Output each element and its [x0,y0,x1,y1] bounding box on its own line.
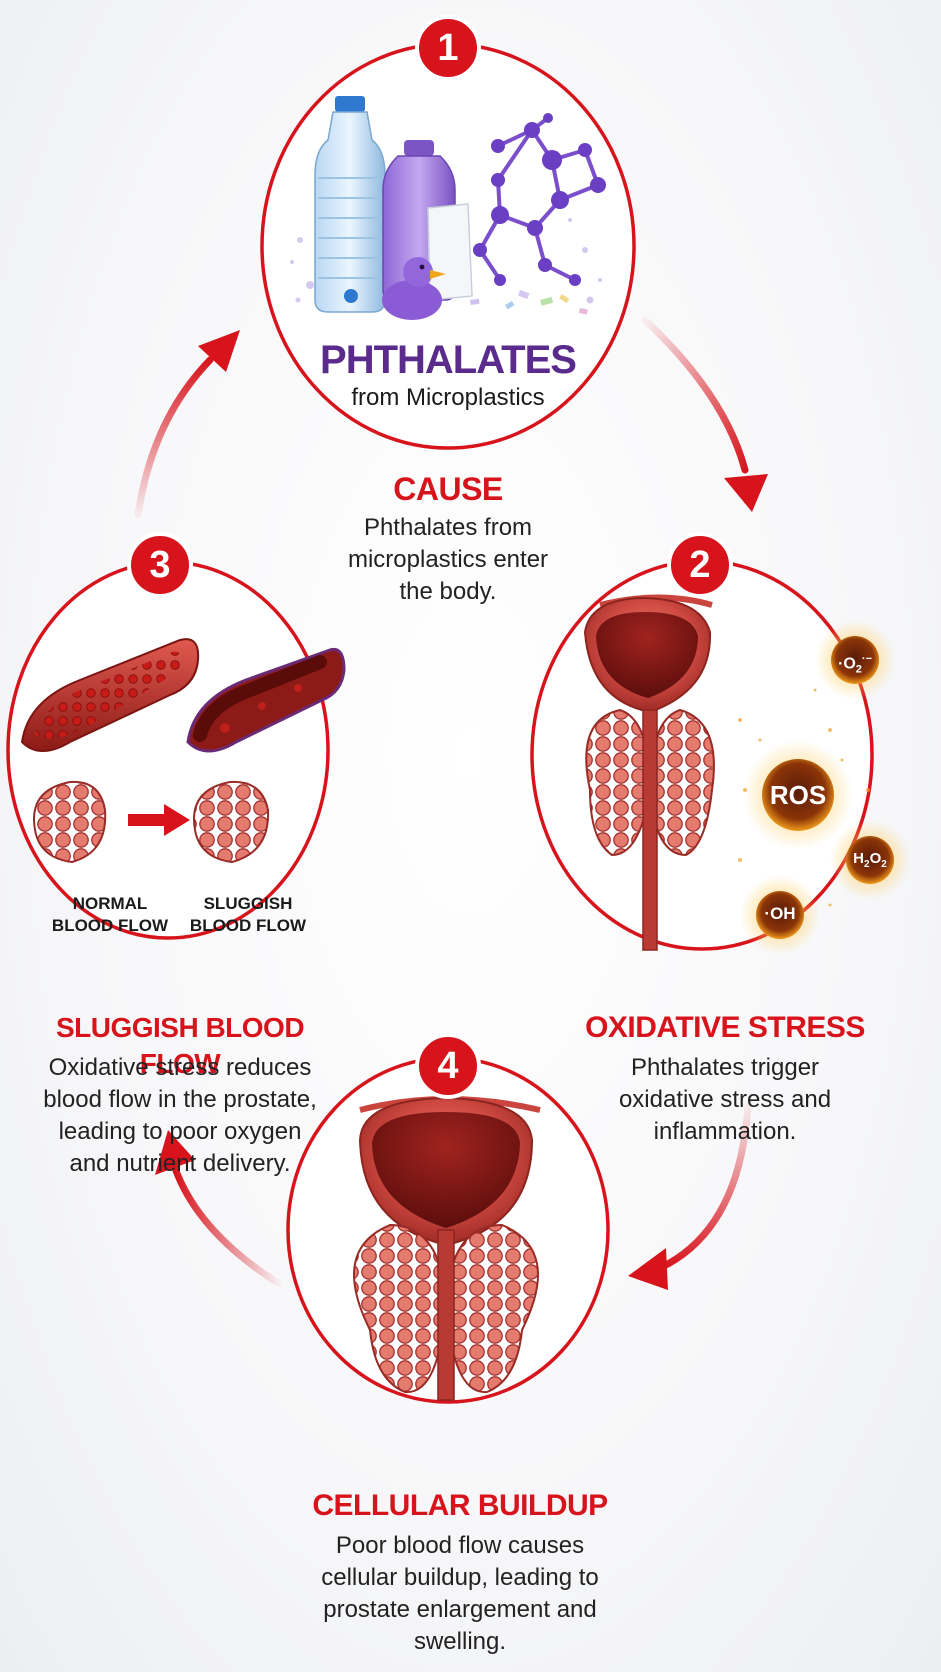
sluggish-blood-flow-label: SLUGGISH BLOOD FLOW [189,894,307,935]
step-2-badge [667,532,733,598]
molecule-icon [473,113,606,286]
arrow-icon [155,1130,282,1287]
step-3-badge [127,532,193,598]
superoxide-label: ·O2·− [838,653,872,676]
hydrogen-peroxide-label: H2O2 [853,850,887,870]
sluggish-blood-flow-heading: SLUGGISH BLOOD FLOW [55,1012,305,1079]
step-1-badge [415,15,481,81]
ros-label: ROS [769,780,827,810]
sluggish-blood-flow-description: Oxidative stress reduces blood flow in t… [43,1054,317,1177]
blood-vessel-icon [20,638,346,864]
step-1-number: 1 [437,27,459,69]
arrow-icon [134,330,240,519]
cellular-buildup-description: Poor blood flow causes cellular buildup,… [321,1532,599,1655]
arrow-icon [628,1101,752,1290]
cause-description: Phthalates from microplastics enter the … [347,514,549,605]
enlarged-prostate-icon [353,1096,541,1401]
hydroxyl-label: ·OH [764,904,796,923]
normal-blood-flow-label: NORMAL BLOOD FLOW [51,894,169,935]
rubber-duck-icon [382,257,446,320]
step-2-number: 2 [689,544,711,586]
step-3-number: 3 [149,544,171,586]
phthalates-subtitle: from Microplastics [351,384,545,411]
plastic-items-illustration [290,96,606,320]
prostate-icon [583,594,715,951]
oxidative-stress-heading: OXIDATIVE STRESS [585,1011,865,1044]
phthalates-title: PHTHALATES [320,338,577,382]
cellular-buildup-heading: CELLULAR BUILDUP [312,1489,608,1522]
step-3-circle [6,560,330,940]
ros-molecules [738,620,910,955]
step-4-badge [415,1033,481,1099]
cause-heading: CAUSE [393,471,503,507]
water-bottle-icon [314,96,386,313]
step-4-number: 4 [437,1045,459,1087]
oxidative-stress-description: Phthalates trigger oxidative stress and … [618,1054,832,1145]
arrow-icon [641,316,768,512]
